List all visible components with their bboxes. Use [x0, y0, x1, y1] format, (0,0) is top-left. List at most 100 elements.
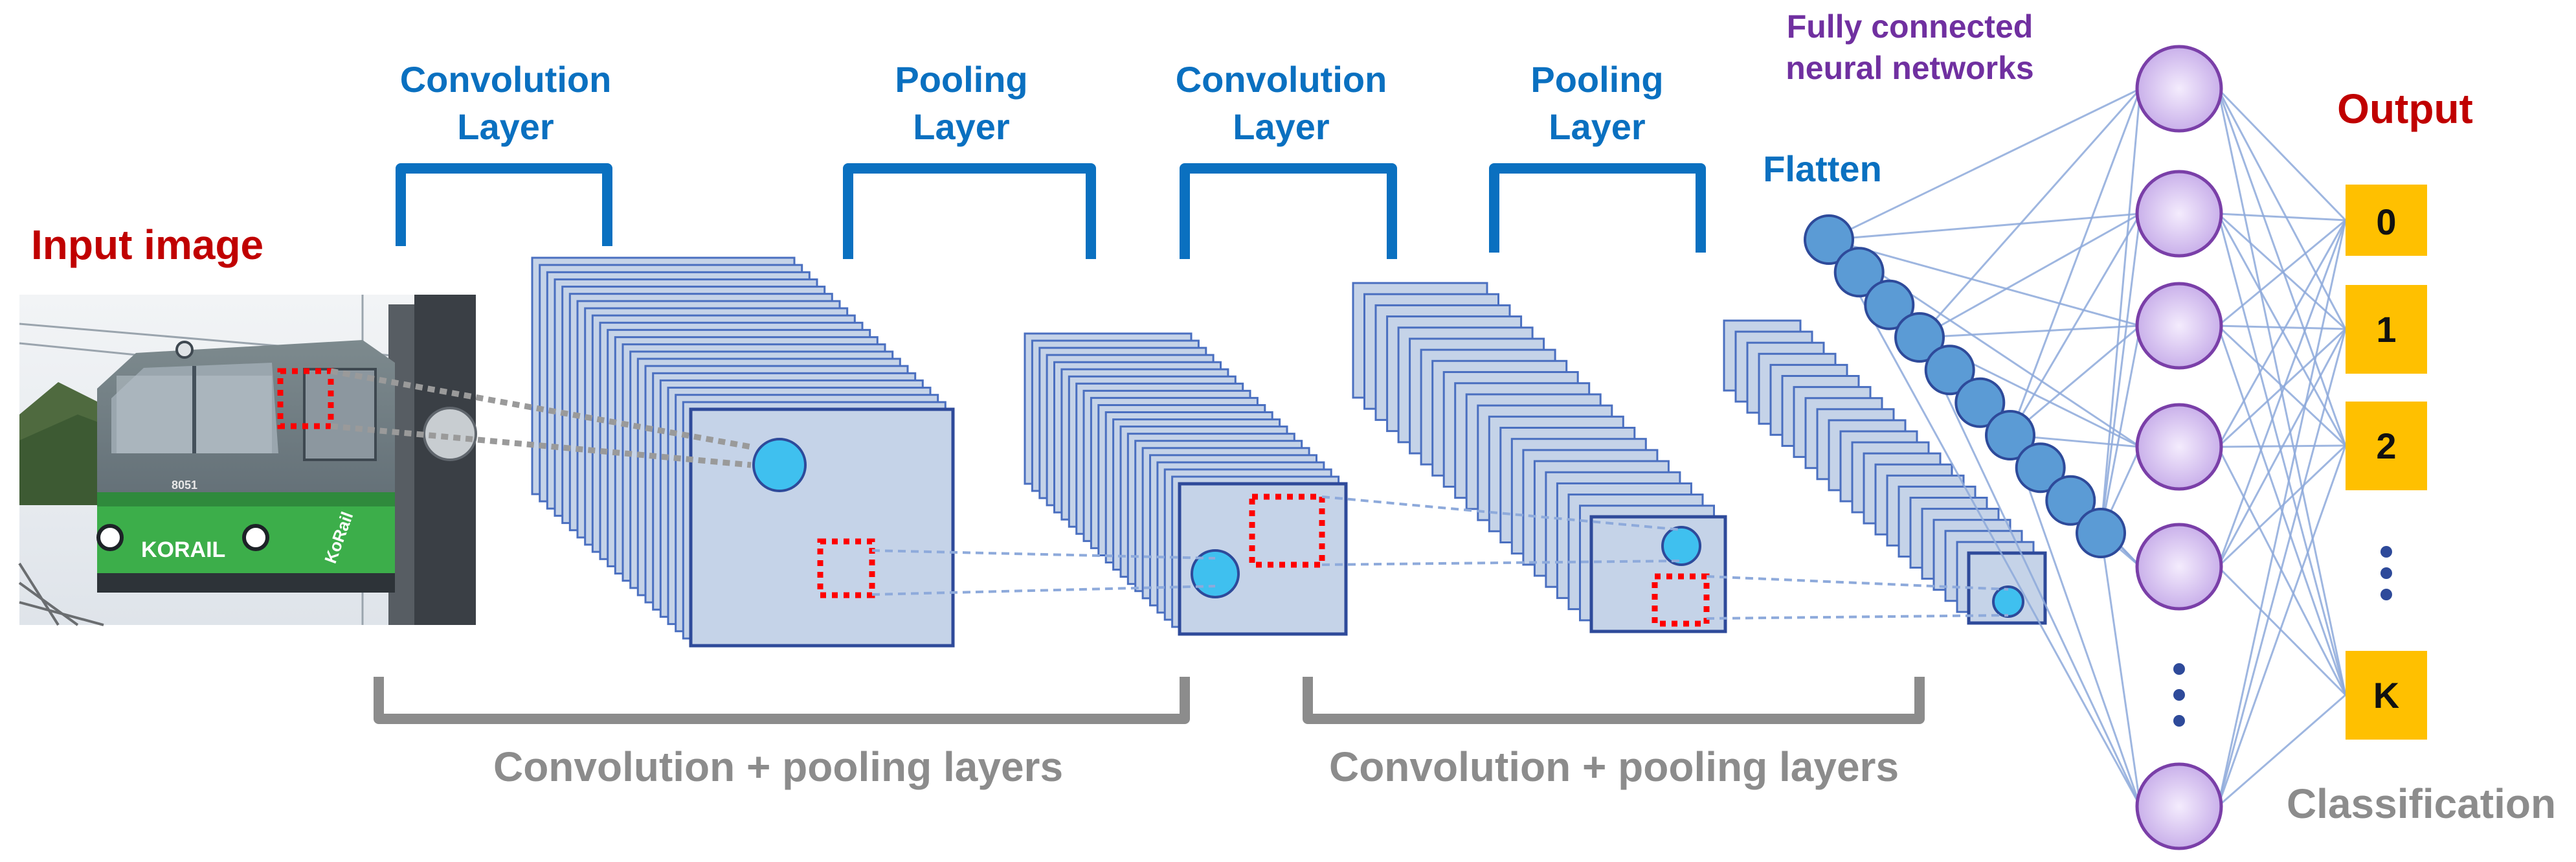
fc-edge-flat-6-neuron-0 [2009, 88, 2142, 436]
pool1-label-line1: Pooling [895, 59, 1027, 100]
layer-link-lines [871, 495, 2009, 620]
flatten-label: Flatten [1763, 148, 1882, 189]
fc-edge-neuron-0-out-1 [2217, 88, 2347, 330]
fc-label-line1: Fully connected [1787, 8, 2033, 45]
group2-label: Convolution + pooling layers [1329, 743, 1899, 790]
fc-edge-neuron-1-out-2 [2217, 213, 2347, 446]
pool2-label-line2: Layer [1549, 106, 1645, 147]
conv1-label-line2: Layer [457, 106, 554, 147]
fc-edge-flat-9-neuron-1 [2100, 213, 2142, 534]
pool1-feature-maps [1024, 332, 1348, 636]
flatten-node-8 [2045, 475, 2096, 526]
fc-edge-flat-9-neuron-2 [2100, 325, 2142, 534]
output-box-2 [2346, 402, 2427, 490]
fc-edge-neuron-4-out-1 [2217, 328, 2347, 567]
fc-edge-flat-9-neuron-0 [2100, 88, 2142, 534]
train-number: 8051 [172, 479, 197, 492]
output-ellipsis-dots [2380, 546, 2392, 600]
fc-edge-neuron-1-out-0 [2217, 212, 2346, 221]
conv1-label-line1: Convolution [400, 59, 612, 100]
classification-label: Classification [2287, 780, 2556, 827]
flatten-node-0 [1804, 214, 1854, 265]
fc-edge-flat-0-neuron-2 [1828, 238, 2141, 327]
flatten-node-3 [1894, 312, 1945, 363]
flatten-node-2 [1864, 279, 1915, 330]
fc-edge-neuron-0-out-2 [2217, 88, 2347, 446]
input-photo: KORAIL KoRail 8051 [18, 295, 477, 626]
neuron-1 [2135, 170, 2223, 258]
pool2-node [1992, 585, 2024, 618]
fc-edge-flat-6-neuron-1 [2009, 213, 2142, 436]
output-box-1 [2346, 285, 2427, 374]
fc-edge-flat-0-neuron-0 [1828, 87, 2141, 241]
top-brackets [396, 163, 1706, 259]
fc-edge-neuron-1-out-3 [2217, 213, 2347, 696]
input-focus-square [277, 368, 334, 429]
pool1-node [1191, 549, 1240, 598]
flatten-node-4 [1924, 345, 1975, 396]
flatten-node-7 [2015, 442, 2066, 493]
neuron-5 [2135, 762, 2223, 850]
conv2-feature-maps [1352, 282, 1727, 633]
flatten-node-5 [1954, 377, 2006, 428]
pool1-label-line2: Layer [913, 106, 1009, 147]
conv1-front-map [689, 407, 955, 648]
conv1-node [752, 438, 807, 492]
pool1-focus-square [1249, 493, 1325, 568]
fc-edge-neuron-0-out-0 [2217, 87, 2347, 221]
fc-edge-neuron-5-out-0 [2217, 220, 2347, 807]
korail-logo: KORAIL [141, 538, 225, 562]
fc-edge-flat-0-neuron-1 [1828, 212, 2141, 241]
bottom-brackets [374, 677, 1925, 724]
fc-edge-flat-3-neuron-0 [1918, 88, 2142, 338]
neuron-ellipsis-dots [2173, 663, 2185, 727]
output-label-0: 0 [2376, 201, 2396, 242]
conv2-label-line1: Convolution [1176, 59, 1387, 100]
output-label-K: K [2373, 675, 2399, 716]
fc-edge-neuron-2-out-0 [2217, 219, 2346, 327]
hidden-neurons [2135, 45, 2223, 850]
flatten-node-1 [1833, 247, 1885, 298]
fc-edge-neuron-4-out-3 [2217, 565, 2347, 696]
group1-label: Convolution + pooling layers [493, 743, 1063, 790]
conv2-label-line2: Layer [1233, 106, 1329, 147]
conv1-front-details [752, 438, 875, 598]
output-label-1: 1 [2376, 309, 2396, 350]
fc-edge-flat-9-neuron-5 [2100, 532, 2142, 807]
fc-edge-neuron-4-out-2 [2217, 444, 2347, 568]
fc-edge-neuron-3-out-0 [2217, 220, 2347, 448]
flatten-nodes [1804, 214, 2126, 558]
fc-edge-flat-6-neuron-5 [2009, 435, 2142, 807]
fc-edge-neuron-2-out-1 [2217, 324, 2346, 330]
input-projection-lines [330, 368, 752, 468]
output-label-2: 2 [2376, 425, 2396, 466]
input-image-label: Input image [31, 221, 263, 268]
flatten-node-6 [1985, 410, 2035, 460]
fc-edge-flat-0-neuron-5 [1828, 239, 2142, 807]
fc-edge-neuron-4-out-0 [2217, 220, 2347, 567]
fc-edge-flat-3-neuron-1 [1919, 212, 2141, 339]
fc-edge-neuron-2-out-2 [2217, 324, 2347, 447]
output-box-K [2346, 651, 2427, 740]
neuron-2 [2135, 282, 2223, 370]
output-box-0 [2346, 185, 2427, 256]
neuron-3 [2135, 403, 2223, 491]
fc-edge-neuron-1-out-1 [2217, 212, 2347, 330]
output-label: Output [2337, 85, 2473, 132]
neuron-4 [2135, 523, 2223, 611]
fc-edge-flat-3-neuron-5 [1918, 337, 2142, 807]
fc-label-line2: neural networks [1786, 50, 2033, 86]
fc-edge-neuron-5-out-2 [2217, 445, 2347, 807]
fc-edge-neuron-5-out-1 [2217, 328, 2347, 807]
conv1-feature-maps [531, 256, 955, 648]
pool1-front-details [1191, 493, 1325, 598]
fc-edge-flat-6-neuron-2 [2010, 324, 2141, 437]
conv2-front-details [1652, 526, 1710, 627]
fc-edge-flat-3-neuron-2 [1919, 324, 2141, 339]
conv1-focus-square [817, 538, 875, 598]
fc-edge-neuron-5-out-3 [2217, 694, 2346, 808]
pool2-feature-maps [1723, 319, 2047, 625]
fc-connections [1828, 87, 2347, 808]
flatten-node-9 [2076, 508, 2126, 558]
